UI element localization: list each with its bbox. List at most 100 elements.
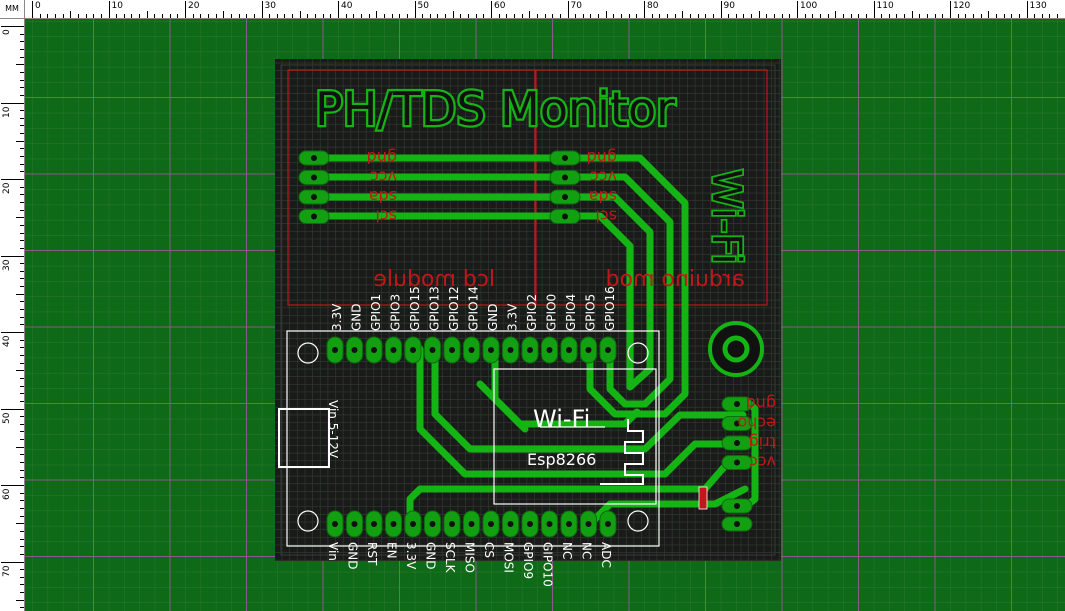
top-header-drill [566,347,572,353]
trace-e [416,345,747,478]
bottom-header-drill [351,521,358,527]
lcd-pin-drill [311,155,317,161]
ruler-tick [123,14,125,18]
lcd-pin-drill [311,213,317,220]
ruler-tick [980,14,982,18]
bottom-header-drill [390,521,397,527]
ruler-tick [284,14,286,18]
trace-h [476,380,529,433]
trace-f [431,345,747,453]
ruler-tick [20,431,24,433]
ruler-tick [445,14,447,18]
ruler-tick [20,209,24,211]
trace-a [561,154,689,418]
ruler-label: 50 [2,412,12,424]
ruler-tick [705,14,707,18]
ruler-tick [720,1,722,18]
ruler-label: 0 [35,1,41,11]
ruler-tick [20,163,24,165]
ruler-tick [20,316,24,318]
ruler-tick [819,14,821,18]
ruler-tick [850,14,852,18]
ruler-tick [20,324,24,326]
ruler-tick [20,79,24,81]
esp-shield-outline [493,368,657,505]
ruler-tick [70,11,72,18]
ruler-tick [934,14,936,18]
ruler-tick [100,14,102,18]
ruler-tick [20,400,24,402]
ruler-tick [483,14,485,18]
bottom-header-drill [429,521,436,527]
ruler-tick [758,11,760,18]
ruler-tick [20,462,24,464]
top-header-drill [585,347,592,353]
ruler-tick [498,14,500,18]
ruler-label: 30 [2,259,12,271]
ruler-tick [20,607,24,609]
ruler-tick [1003,14,1005,18]
ruler-tick [20,94,24,96]
pcb-view[interactable]: PH/TDS Monitor lcd module arduino mod 3.… [25,19,1065,611]
pcb-canvas[interactable]: PH/TDS Monitor lcd module arduino mod 3.… [25,19,1065,611]
ruler-tick [20,515,24,517]
ruler-tick [20,454,24,456]
ruler-label: 130 [1029,1,1047,11]
ruler-tick [391,14,393,18]
ruler-tick [223,11,225,18]
ruler-tick [896,14,898,18]
lcd-pin-label: vcc [370,168,397,187]
ruler-tick [873,1,875,18]
ruler-tick [269,14,271,18]
ruler-tick [1,485,24,486]
lcd-pin-drill [311,194,317,200]
top-pin-label: GPIO2 [525,294,539,331]
ruler-tick [804,14,806,18]
ruler-tick [835,11,837,18]
top-pin-label: GPIO4 [564,294,578,331]
lcd-pin-label: sda [369,187,397,206]
board-title: PH/TDS Monitor [315,82,675,136]
ruler-tick [20,171,24,173]
lcd-module-outline [287,69,537,306]
sensor-pin-label: trig [749,433,776,452]
bottom-pin-label: SCLK [443,542,457,574]
ruler-tick [774,14,776,18]
ruler-tick [299,11,301,18]
ruler-tick [598,14,600,18]
ruler-tick [988,11,990,18]
sensor-extra-drill [734,503,740,509]
arduino-pin-label: vcc [590,168,617,187]
mount-hole-tr [627,342,649,364]
ruler-tick [20,507,24,509]
ruler-tick [207,14,209,18]
ruler-label: 60 [494,1,506,11]
ruler-tick [20,110,24,112]
sensor-pin-drill [734,440,740,446]
bottom-pin-label: Vin [326,542,340,561]
ruler-tick [20,377,24,379]
trace-d [561,212,634,353]
ruler-tick [16,64,24,66]
top-pin-label: 3.3V [330,303,344,331]
ruler-tick [1026,1,1028,18]
ruler-tick [628,14,630,18]
ruler-tick [315,14,317,18]
ruler-tick [154,14,156,18]
ruler-tick [330,14,332,18]
ruler-tick [827,14,829,18]
ruler-tick [728,14,730,18]
ruler-tick [399,14,401,18]
ruler-tick [406,14,408,18]
ruler-tick [942,14,944,18]
ruler-tick [766,14,768,18]
ruler-tick [20,423,24,425]
ruler-tick [307,14,309,18]
bottom-header-drill [585,521,592,527]
ruler-tick [781,14,783,18]
ruler-tick [605,11,607,18]
ruler-tick [659,14,661,18]
ruler-tick [674,14,676,18]
